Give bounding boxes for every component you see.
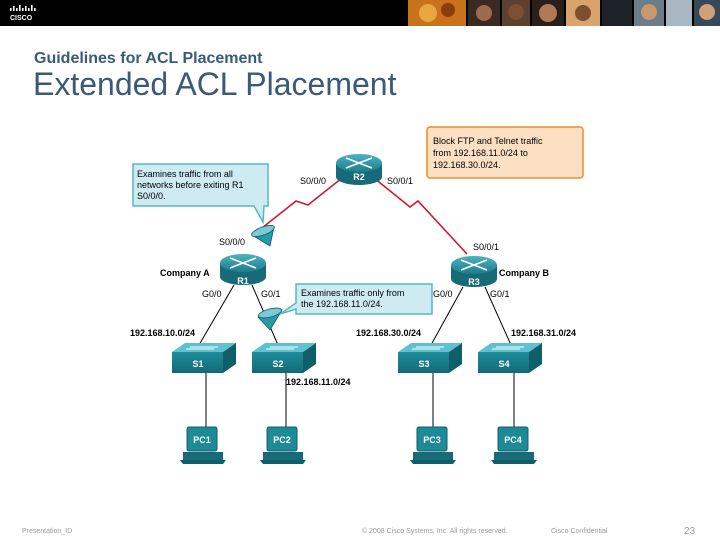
interface-label: S0/0/1: [473, 242, 499, 252]
switch-s2[interactable]: S2: [252, 343, 316, 373]
router-name: R2: [353, 172, 365, 182]
switch-arrows-icon: [266, 346, 298, 350]
router-r3[interactable]: R3: [451, 256, 497, 287]
switch-name: S1: [192, 359, 203, 369]
switch-s1[interactable]: S1: [172, 343, 236, 373]
serial-link-r2-r3: [373, 177, 468, 255]
interface-label: S0/0/0: [219, 237, 245, 247]
callout-line: the 192.168.11.0/24.: [301, 299, 383, 309]
switch-arrows-icon: [412, 346, 444, 350]
network-label: 192.168.10.0/24: [130, 328, 195, 338]
interface-label: S0/0/1: [387, 176, 413, 186]
header-photo-strip: [408, 0, 720, 26]
switch-name: S3: [418, 359, 429, 369]
switch-s3[interactable]: S3: [398, 343, 462, 373]
router-r2[interactable]: R2: [336, 154, 382, 185]
router-name: R3: [468, 277, 480, 287]
cisco-logo-icon: CISCO: [10, 5, 36, 22]
callout-line: S0/0/0.: [137, 191, 166, 201]
router-arrows-icon: [229, 257, 257, 269]
interface-label: G0/0: [202, 289, 222, 299]
interface-label: G0/1: [261, 289, 281, 299]
callout-examines-only: Examines traffic only from the 192.168.1…: [279, 283, 433, 315]
interface-label: G0/1: [490, 289, 510, 299]
router-name: R1: [237, 276, 249, 286]
callout-block-ftp-telnet: Block FTP and Telnet traffic from 192.16…: [426, 126, 584, 179]
callout-line: 192.168.30.0/24.: [433, 160, 501, 170]
pc-1[interactable]: PC1: [180, 426, 226, 464]
network-label: 192.168.31.0/24: [511, 328, 576, 338]
pc-name: PC1: [193, 435, 211, 445]
switch-arrows-icon: [492, 346, 524, 350]
interface-label: G0/0: [433, 289, 453, 299]
company-label: Company B: [499, 268, 550, 278]
router-arrows-icon: [460, 259, 488, 271]
switch-name: S4: [498, 359, 509, 369]
acl-filter-icon: [257, 307, 283, 331]
footer-presentation-id: Presentation_ID: [22, 528, 73, 535]
switch-arrows-icon: [186, 346, 218, 350]
switch-s4[interactable]: S4: [478, 343, 542, 373]
company-label: Company A: [160, 268, 210, 278]
callout-line: networks before exiting R1: [137, 180, 244, 190]
logo-text: CISCO: [10, 15, 33, 22]
router-r1[interactable]: R1: [220, 254, 266, 286]
pc-name: PC3: [423, 435, 441, 445]
callout-line: Examines traffic only from: [301, 288, 404, 298]
pc-3[interactable]: PC3: [410, 426, 456, 464]
network-label: 192.168.11.0/24: [286, 377, 351, 387]
header-bar: CISCO: [0, 0, 720, 26]
acl-filter-icon: [251, 225, 275, 247]
callout-line: from 192.168.11.0/24 to: [433, 148, 528, 158]
network-label: 192.168.30.0/24: [356, 328, 421, 338]
pc-4[interactable]: PC4: [491, 426, 537, 464]
callout-line: Examines traffic from all: [137, 169, 233, 179]
router-arrows-icon: [345, 157, 373, 169]
section-subtitle: Guidelines for ACL Placement: [34, 50, 263, 67]
switch-name: S2: [272, 359, 283, 369]
footer-copyright: © 2008 Cisco Systems, Inc. All rights re…: [362, 528, 508, 535]
page-number: 23: [684, 526, 696, 537]
footer-confidential: Cisco Confidential: [551, 528, 608, 535]
pc-2[interactable]: PC2: [260, 426, 306, 464]
serial-link-r2-r1: [261, 177, 343, 229]
page-title: Extended ACL Placement: [33, 66, 397, 102]
callout-examines-all: Examines traffic from all networks befor…: [132, 163, 269, 225]
pc-name: PC4: [504, 435, 522, 445]
pc-name: PC2: [273, 435, 291, 445]
interface-label: S0/0/0: [300, 176, 326, 186]
callout-line: Block FTP and Telnet traffic: [433, 136, 543, 146]
